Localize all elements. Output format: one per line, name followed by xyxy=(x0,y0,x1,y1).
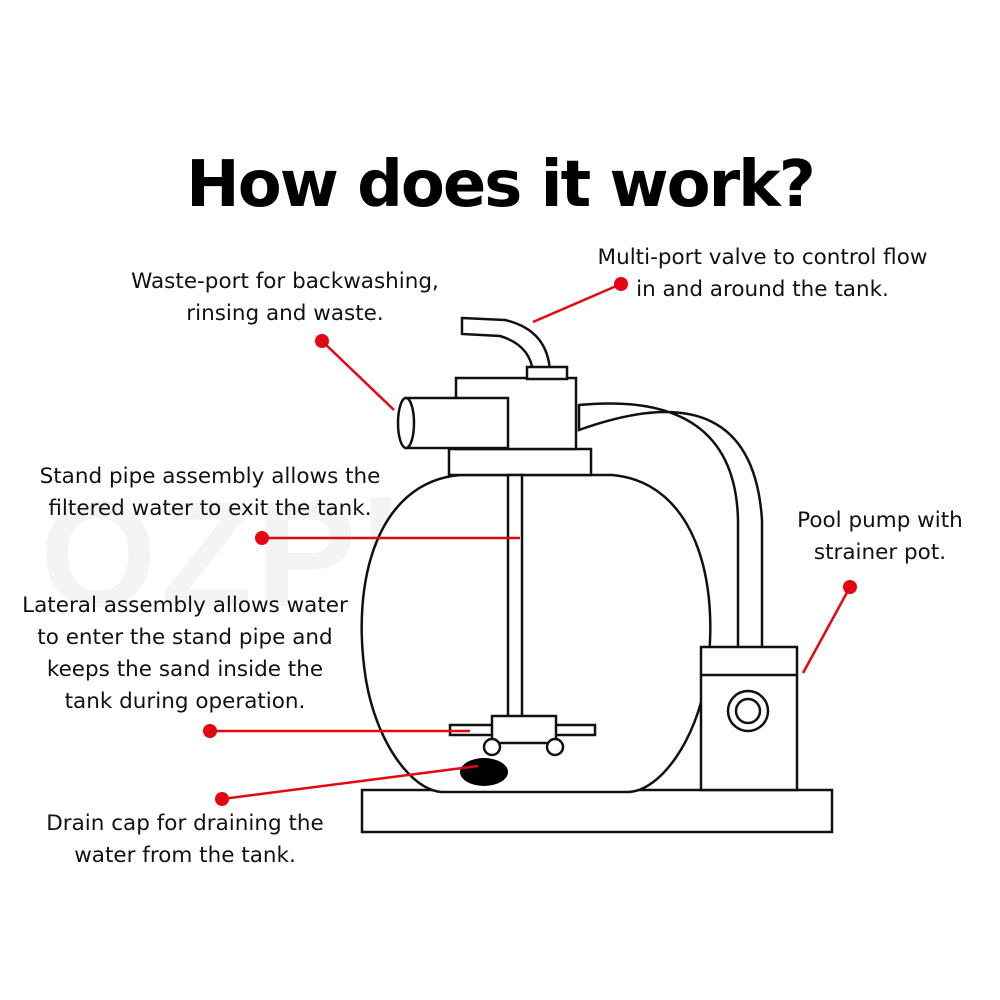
callout-lateral-assembly: Lateral assembly allows water to enter t… xyxy=(10,590,360,718)
callout-multiport-valve: Multi-port valve to control flow in and … xyxy=(590,242,935,306)
lateral-hub xyxy=(490,714,558,745)
valve-cap xyxy=(525,365,569,381)
waste-port-opening xyxy=(396,396,416,450)
callout-line: Drain cap for draining the xyxy=(46,811,324,836)
callout-pool-pump: Pool pump with strainer pot. xyxy=(780,505,980,569)
callout-line: rinsing and waste. xyxy=(186,301,384,326)
dot-lateral-assembly xyxy=(203,724,217,738)
leader-multiport-valve xyxy=(532,282,622,324)
pump-port-inner xyxy=(734,697,762,725)
callout-line: water from the tank. xyxy=(74,843,296,868)
callout-line: strainer pot. xyxy=(813,540,947,565)
leader-waste-port xyxy=(321,340,395,411)
top-pipe xyxy=(460,316,552,374)
tank-collar xyxy=(447,447,593,477)
callout-line: keeps the sand inside the xyxy=(46,657,324,682)
callout-waste-port: Waste-port for backwashing, rinsing and … xyxy=(120,266,450,330)
dot-pool-pump xyxy=(843,580,857,594)
leader-pool-pump xyxy=(801,586,852,674)
leader-drain-cap xyxy=(221,764,479,801)
callout-line: filtered water to exit the tank. xyxy=(48,496,372,521)
stand-pipe xyxy=(506,473,524,720)
callout-line: Multi-port valve to control flow xyxy=(597,245,928,270)
callout-stand-pipe: Stand pipe assembly allows the filtered … xyxy=(30,461,390,525)
dot-drain-cap xyxy=(215,792,229,806)
pump-hose xyxy=(577,402,764,652)
drain-cap xyxy=(460,758,508,786)
callout-line: Waste-port for backwashing, xyxy=(131,269,439,294)
callout-line: Pool pump with xyxy=(797,508,963,533)
callout-line: in and around the tank. xyxy=(636,277,889,302)
waste-port xyxy=(404,396,510,450)
callout-line: Lateral assembly allows water xyxy=(22,593,348,618)
callout-drain-cap: Drain cap for draining the water from th… xyxy=(30,808,340,872)
base-platform xyxy=(360,788,834,834)
page-title: How does it work? xyxy=(186,148,816,222)
dot-waste-port xyxy=(315,334,329,348)
lateral-nozzle-right xyxy=(545,737,565,757)
callout-line: Stand pipe assembly allows the xyxy=(39,464,381,489)
tank-body xyxy=(360,473,712,794)
lateral-nozzle-left xyxy=(482,737,502,757)
dot-stand-pipe xyxy=(255,531,269,545)
callout-line: tank during operation. xyxy=(64,689,306,714)
callout-line: to enter the stand pipe and xyxy=(37,625,333,650)
dot-multiport-valve xyxy=(614,277,628,291)
